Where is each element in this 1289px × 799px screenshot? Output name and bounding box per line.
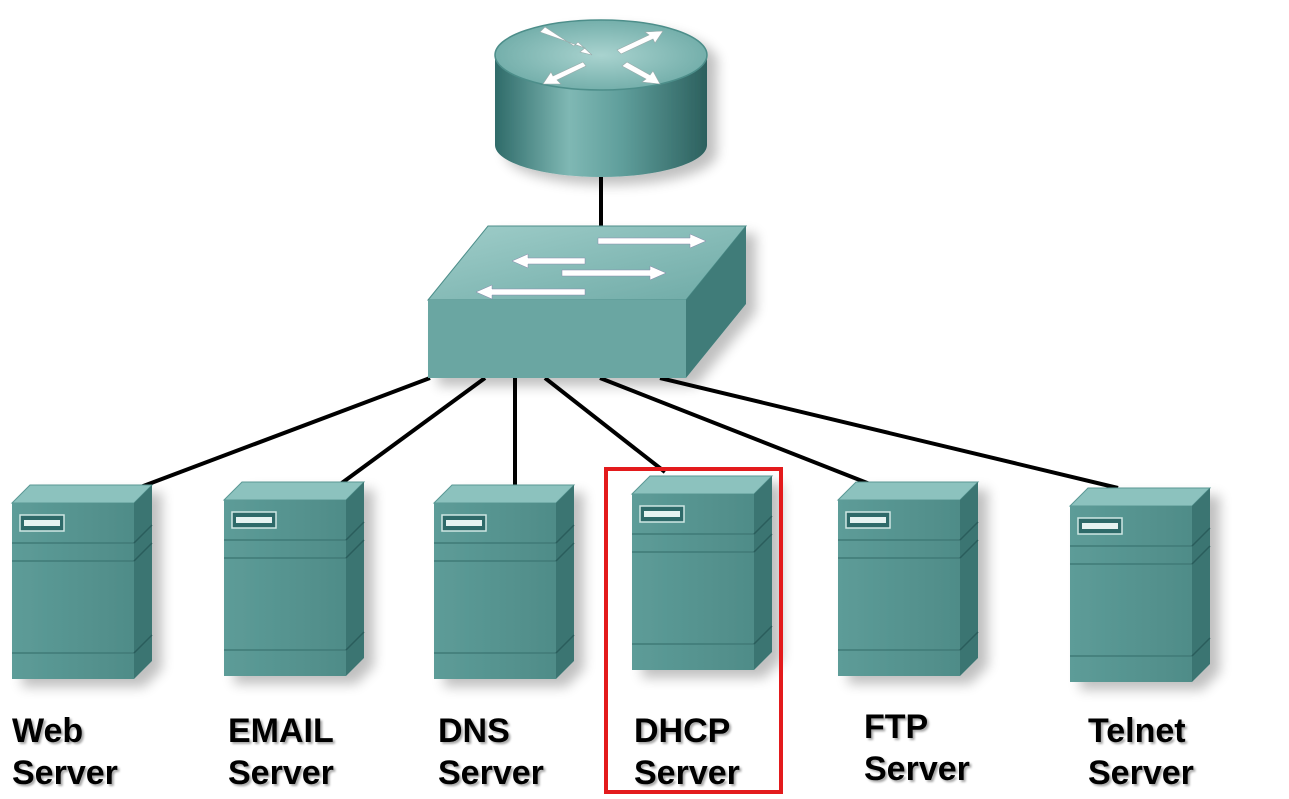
label-dhcp-line2: Server	[634, 754, 740, 792]
links	[137, 175, 1119, 490]
label-email-line1: EMAIL	[228, 712, 334, 750]
server-icon	[222, 481, 366, 676]
server-icon	[10, 484, 154, 679]
label-web-line1: Web	[12, 712, 84, 750]
link-switch-email	[333, 376, 487, 490]
label-dhcp: DHCP Server	[634, 710, 740, 794]
link-switch-ftp	[599, 376, 881, 490]
server-icon	[432, 484, 576, 679]
label-ftp-line2: Server	[864, 750, 970, 788]
label-dns: DNS Server	[438, 710, 544, 794]
label-ftp-line1: FTP	[864, 708, 929, 746]
label-web-line2: Server	[12, 754, 118, 792]
label-telnet: Telnet Server	[1088, 710, 1194, 794]
label-email: EMAIL Server	[228, 710, 334, 794]
server-icon	[1068, 487, 1212, 682]
server-icon	[630, 475, 774, 670]
link-switch-web	[137, 376, 431, 490]
label-telnet-line2: Server	[1088, 754, 1194, 792]
switch-icon	[426, 225, 748, 378]
server-icon	[836, 481, 980, 676]
label-web: Web Server	[12, 710, 118, 794]
dhcp-highlight-box	[604, 467, 783, 794]
link-switch-telnet	[659, 376, 1119, 490]
label-dns-line2: Server	[438, 754, 544, 792]
label-email-line2: Server	[228, 754, 334, 792]
servers	[10, 475, 1212, 682]
label-telnet-line1: Telnet	[1088, 712, 1186, 750]
label-dns-line1: DNS	[438, 712, 510, 750]
label-dhcp-line1: DHCP	[634, 712, 731, 750]
label-ftp: FTP Server	[864, 706, 970, 790]
link-switch-dhcp	[543, 376, 667, 474]
router-icon	[494, 19, 708, 177]
